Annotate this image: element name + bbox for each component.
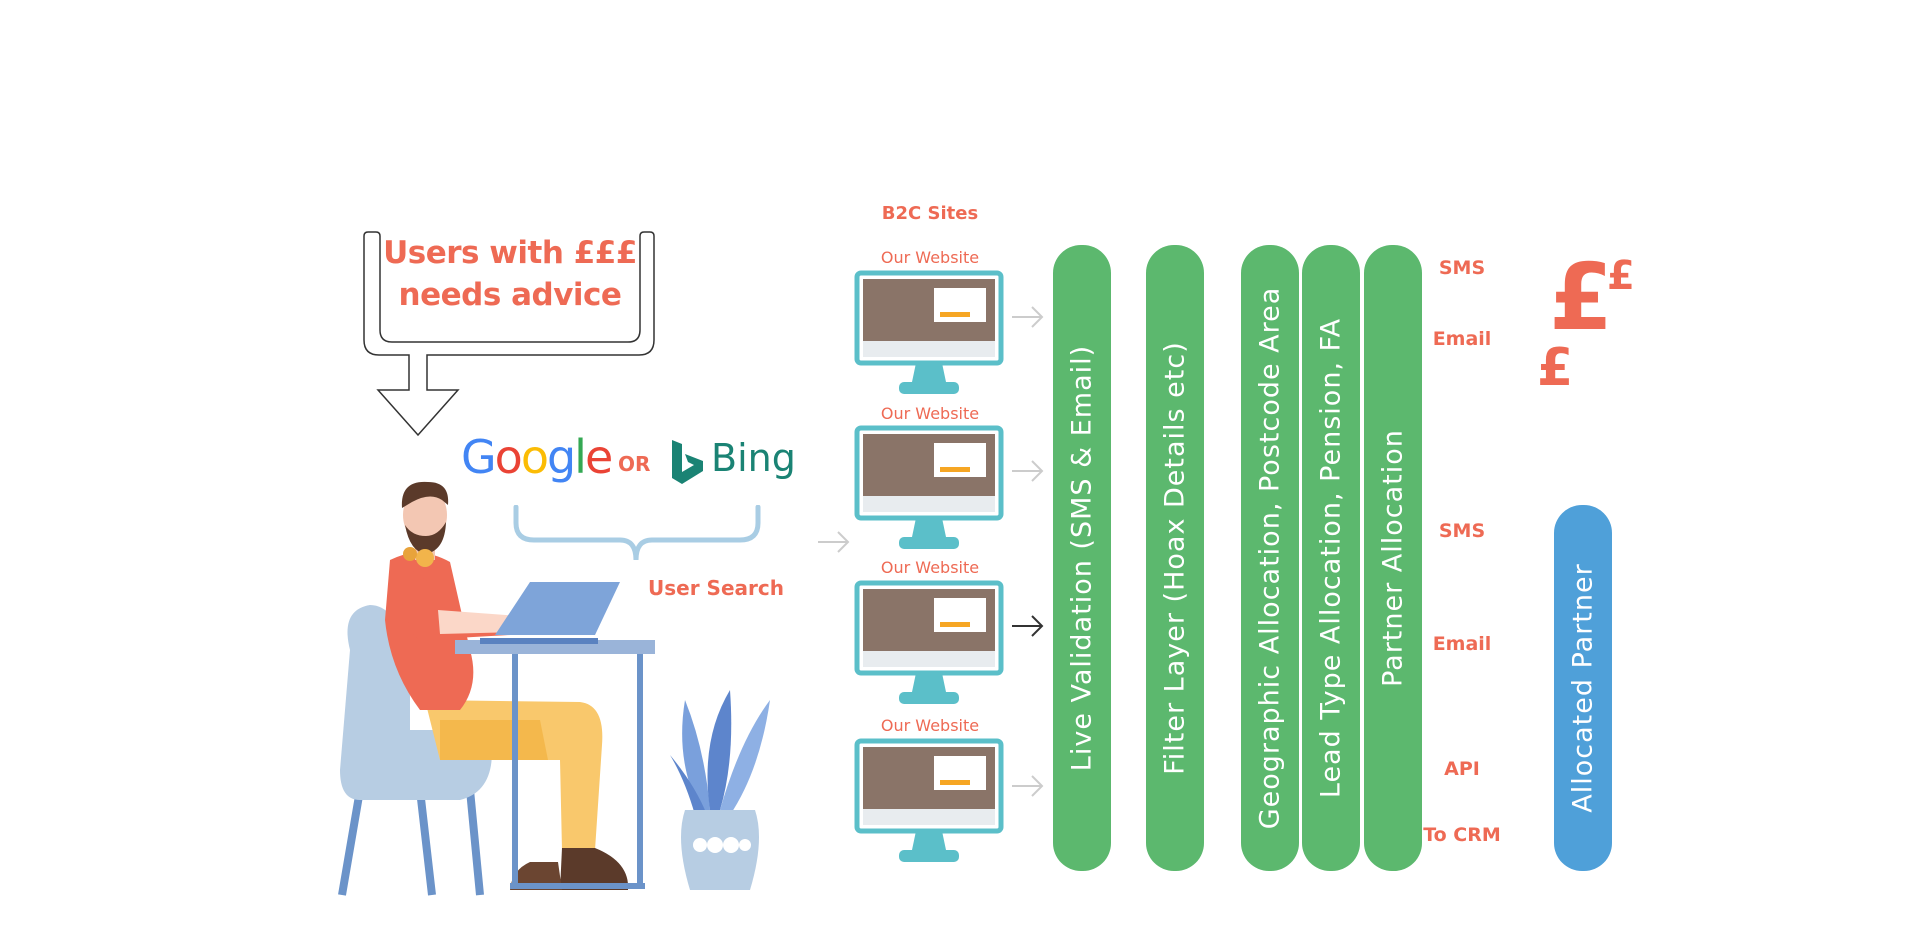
- website-monitor-1: [854, 270, 1004, 394]
- bing-wordmark: Bing: [711, 436, 796, 480]
- channel-top-sms: SMS: [1438, 257, 1486, 279]
- search-brace: [513, 505, 761, 561]
- allocated-partner-bar: Allocated Partner: [1554, 505, 1612, 871]
- pound-small-top-icon: £: [1607, 253, 1635, 299]
- site3-arrow: [1012, 615, 1044, 637]
- stage-geographic-allocation: Geographic Allocation, Postcode Area: [1241, 245, 1299, 871]
- stage-geographic-allocation-label: Geographic Allocation, Postcode Area: [1254, 286, 1286, 830]
- person-at-laptop-illustration: [338, 481, 655, 896]
- channel-bottom-api: API: [1444, 758, 1480, 780]
- b2c-sites-title: B2C Sites: [881, 203, 979, 224]
- stage-filter-layer-label: Filter Layer (Hoax Details etc): [1159, 341, 1191, 775]
- website-monitor-4: [854, 738, 1004, 862]
- search-to-sites-arrow: [818, 531, 850, 553]
- plant-illustration: [670, 690, 770, 890]
- or-label: OR: [618, 452, 651, 476]
- stage-filter-layer: Filter Layer (Hoax Details etc): [1146, 245, 1204, 871]
- site4-arrow: [1012, 775, 1044, 797]
- pound-large-icon: £: [1549, 244, 1614, 351]
- channel-bottom-sms: SMS: [1438, 520, 1486, 542]
- stage-lead-type-allocation-label: Lead Type Allocation, Pension, FA: [1315, 317, 1347, 799]
- website-monitor-3: [854, 580, 1004, 704]
- site-label-3: Our Website: [880, 558, 980, 577]
- headline-line2: needs advice: [398, 277, 622, 313]
- bing-logo-icon: [672, 440, 703, 484]
- website-monitor-2: [854, 425, 1004, 549]
- site1-arrow: [1012, 306, 1044, 328]
- stage-live-validation-label: Live Validation (SMS & Email): [1066, 344, 1098, 772]
- google-logo: Google: [461, 430, 613, 484]
- channel-top-email: Email: [1432, 328, 1492, 350]
- site-label-1: Our Website: [880, 248, 980, 267]
- stage-partner-allocation: Partner Allocation: [1364, 245, 1422, 871]
- site-label-4: Our Website: [880, 716, 980, 735]
- stage-lead-type-allocation: Lead Type Allocation, Pension, FA: [1302, 245, 1360, 871]
- allocated-partner-label: Allocated Partner: [1567, 563, 1599, 813]
- pound-medium-icon: £: [1537, 338, 1574, 398]
- headline-text: Users with £££ needs advice: [360, 232, 660, 316]
- stage-partner-allocation-label: Partner Allocation: [1377, 429, 1409, 687]
- headline-callout-outline: [363, 231, 655, 437]
- site2-arrow: [1012, 460, 1044, 482]
- stage-live-validation: Live Validation (SMS & Email): [1053, 245, 1111, 871]
- channel-bottom-email: Email: [1432, 633, 1492, 655]
- channel-bottom-to-crm: To CRM: [1423, 824, 1501, 846]
- headline-line1: Users with £££: [383, 235, 637, 271]
- user-search-caption: User Search: [648, 576, 784, 600]
- site-label-2: Our Website: [880, 404, 980, 423]
